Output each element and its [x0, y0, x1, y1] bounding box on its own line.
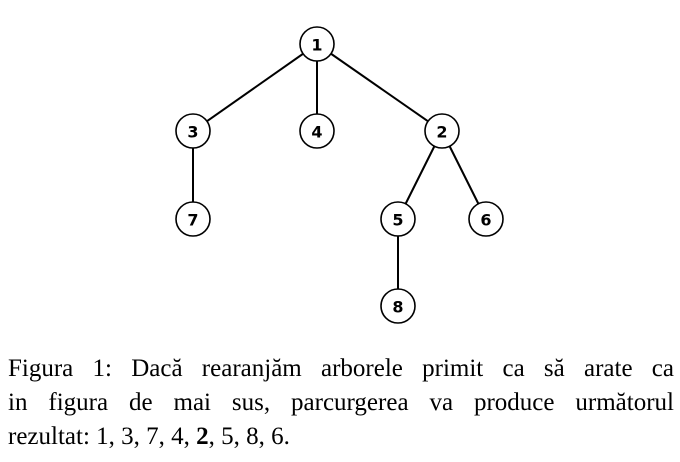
sequence-item: 7	[146, 423, 159, 450]
sequence-separator: ,	[208, 423, 222, 450]
node-label-1: 1	[311, 36, 322, 55]
node-label-3: 3	[187, 123, 198, 142]
node-4: 4	[299, 113, 335, 149]
node-label-5: 5	[392, 211, 403, 230]
node-circle-5	[380, 201, 416, 237]
edge-1-2	[316, 43, 443, 132]
figure-caption: Figura 1: Dacă rearanjăm arborele primit…	[8, 352, 674, 454]
caption-result-prefix: rezultat:	[8, 423, 97, 450]
node-label-2: 2	[436, 123, 447, 142]
node-circle-1	[299, 26, 335, 62]
caption-line-1: Figura 1: Dacă rearanjăm arborele primit…	[8, 355, 674, 382]
node-8: 8	[380, 288, 416, 324]
traversal-sequence: 1, 3, 7, 4, 2, 5, 8, 6.	[96, 423, 290, 450]
sequence-separator: ,	[233, 423, 247, 450]
sequence-separator: ,	[183, 423, 197, 450]
node-circle-2	[424, 113, 460, 149]
node-6: 6	[468, 201, 504, 237]
node-label-8: 8	[392, 298, 403, 317]
sequence-separator: ,	[158, 423, 172, 450]
edge-1-3	[192, 43, 318, 132]
node-3: 3	[175, 113, 211, 149]
sequence-item: 8	[246, 423, 259, 450]
tree-diagram: 1 3 4 2 7 5 6 8	[175, 26, 504, 324]
node-circle-8	[380, 288, 416, 324]
sequence-item: 5	[221, 423, 234, 450]
caption-line-3: rezultat: 1, 3, 7, 4, 2, 5, 8, 6.	[8, 420, 674, 454]
sequence-item: 1	[96, 423, 109, 450]
sequence-separator: ,	[108, 423, 122, 450]
node-5: 5	[380, 201, 416, 237]
sequence-separator: ,	[258, 423, 272, 450]
sequence-item: 3	[121, 423, 134, 450]
node-label-6: 6	[480, 211, 491, 230]
node-label-4: 4	[311, 123, 322, 142]
node-2: 2	[424, 113, 460, 149]
node-label-7: 7	[187, 211, 198, 230]
sequence-item: 6	[271, 423, 284, 450]
node-1: 1	[299, 26, 335, 62]
node-7: 7	[175, 201, 211, 237]
node-circle-7	[175, 201, 211, 237]
node-circle-6	[468, 201, 504, 237]
node-circle-4	[299, 113, 335, 149]
sequence-separator: ,	[133, 423, 147, 450]
sequence-item: 2	[196, 423, 209, 450]
tree-edges	[192, 43, 487, 306]
sequence-item: 4	[171, 423, 184, 450]
node-circle-3	[175, 113, 211, 149]
caption-line-2: in figura de mai sus, parcurgerea va pro…	[8, 389, 674, 416]
tree-nodes: 1 3 4 2 7 5 6 8	[175, 26, 504, 324]
sequence-separator: .	[283, 423, 290, 450]
